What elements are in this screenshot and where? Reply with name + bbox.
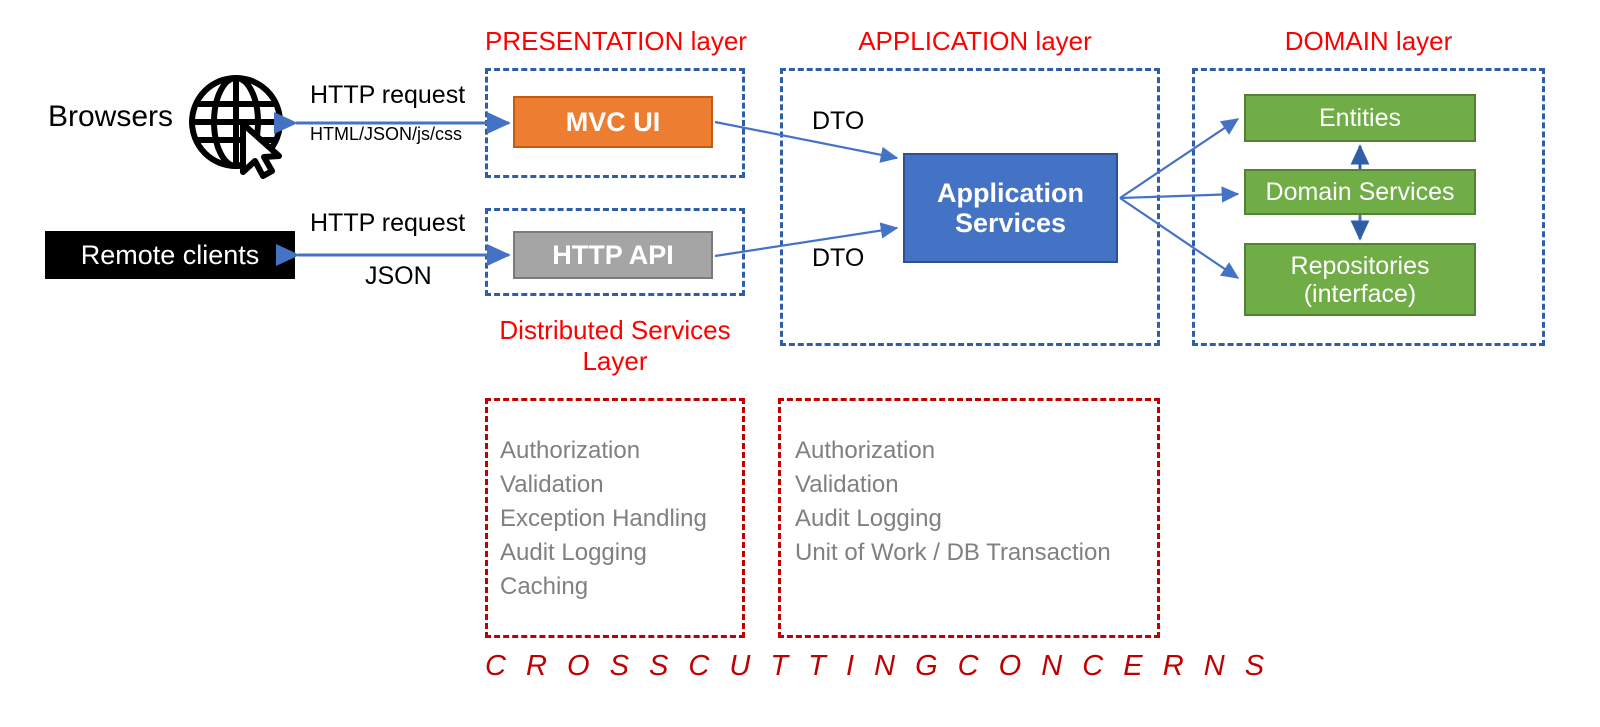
domain-layer-container — [1192, 68, 1545, 346]
edge-label-remote-response: JSON — [365, 262, 432, 290]
connector-mvc-appservices — [714, 120, 899, 163]
actor-remote-clients: Remote clients — [45, 231, 295, 279]
application-layer-container — [780, 68, 1160, 346]
cc-right-item-1: Validation — [795, 471, 899, 499]
connector-appservices-repositories — [1119, 197, 1240, 279]
node-mvc-ui[interactable]: MVC UI — [513, 96, 713, 148]
actor-browsers-label: Browsers — [48, 100, 174, 133]
connector-api-appservices — [714, 222, 899, 258]
edge-label-dto-bottom: DTO — [812, 244, 865, 272]
node-application-services[interactable]: Application Services — [903, 153, 1118, 263]
connector-appservices-entities — [1119, 118, 1240, 199]
cc-left-item-3: Audit Logging — [500, 539, 647, 567]
node-repositories-line1: Repositories — [1290, 251, 1430, 280]
edge-label-dto-top: DTO — [812, 107, 865, 135]
node-entities[interactable]: Entities — [1244, 94, 1476, 142]
edge-label-remote-request: HTTP request — [310, 209, 466, 237]
connector-appservices-domainservices — [1119, 186, 1240, 203]
distributed-services-layer-title: Distributed Services Layer — [499, 315, 731, 376]
presentation-layer-title: PRESENTATION layer — [485, 26, 747, 56]
node-repositories-line2: (interface) — [1303, 279, 1417, 308]
node-domain-services[interactable]: Domain Services — [1244, 169, 1476, 215]
cross-cutting-left-container — [485, 398, 745, 638]
globe-cursor-icon — [186, 68, 294, 179]
edge-label-browser-request: HTTP request — [310, 81, 466, 109]
cc-right-item-2: Audit Logging — [795, 505, 942, 533]
cross-cutting-concerns-footer: C R O S S C U T T I N G C O N C E R N S — [485, 650, 1271, 682]
cc-left-item-0: Authorization — [500, 437, 641, 464]
application-layer-title: APPLICATION layer — [858, 26, 1092, 56]
cross-cutting-right-container — [778, 398, 1160, 638]
cc-left-item-1: Validation — [500, 471, 604, 499]
cross-cutting-right-list: Authorization Validation Audit Logging U… — [795, 434, 1111, 570]
cc-right-item-3: Unit of Work / DB Transaction — [795, 539, 1111, 567]
cc-left-item-4: Caching — [500, 573, 589, 601]
cc-right-item-0: Authorization — [795, 437, 936, 464]
domain-layer-title: DOMAIN layer — [1284, 26, 1453, 56]
node-application-services-line2: Services — [954, 208, 1067, 238]
cross-cutting-left-list: Authorization Validation Exception Handl… — [500, 434, 707, 604]
node-http-api[interactable]: HTTP API — [513, 231, 713, 279]
cc-left-item-2: Exception Handling — [500, 505, 707, 533]
node-repositories[interactable]: Repositories (interface) — [1244, 243, 1476, 316]
node-application-services-line1: Application — [937, 177, 1084, 208]
